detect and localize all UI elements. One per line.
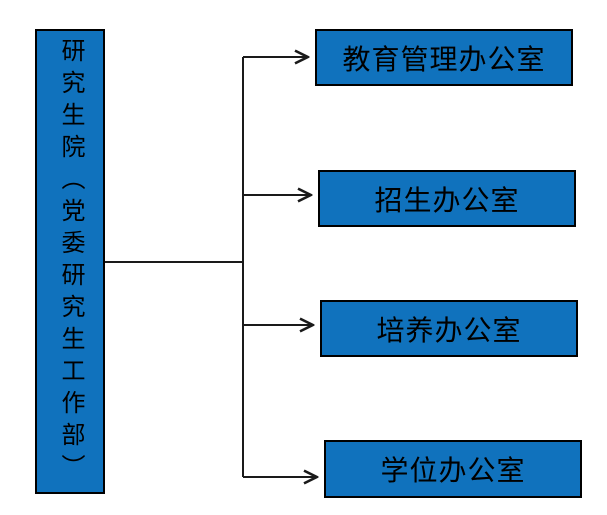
root-node-label: 研究生院（党委研究生工作部）	[57, 37, 84, 486]
child-node-label: 培养办公室	[376, 314, 522, 346]
child-node-admissions-office: 招生办公室	[318, 170, 576, 227]
child-node-label: 招生办公室	[374, 184, 520, 216]
root-node-graduate-school: 研究生院（党委研究生工作部）	[35, 29, 105, 494]
child-node-degree-office: 学位办公室	[324, 440, 582, 498]
child-node-label: 学位办公室	[380, 455, 526, 486]
child-node-training-office: 培养办公室	[320, 300, 578, 357]
child-node-label: 教育管理办公室	[342, 43, 546, 75]
child-node-education-management-office: 教育管理办公室	[315, 29, 573, 86]
